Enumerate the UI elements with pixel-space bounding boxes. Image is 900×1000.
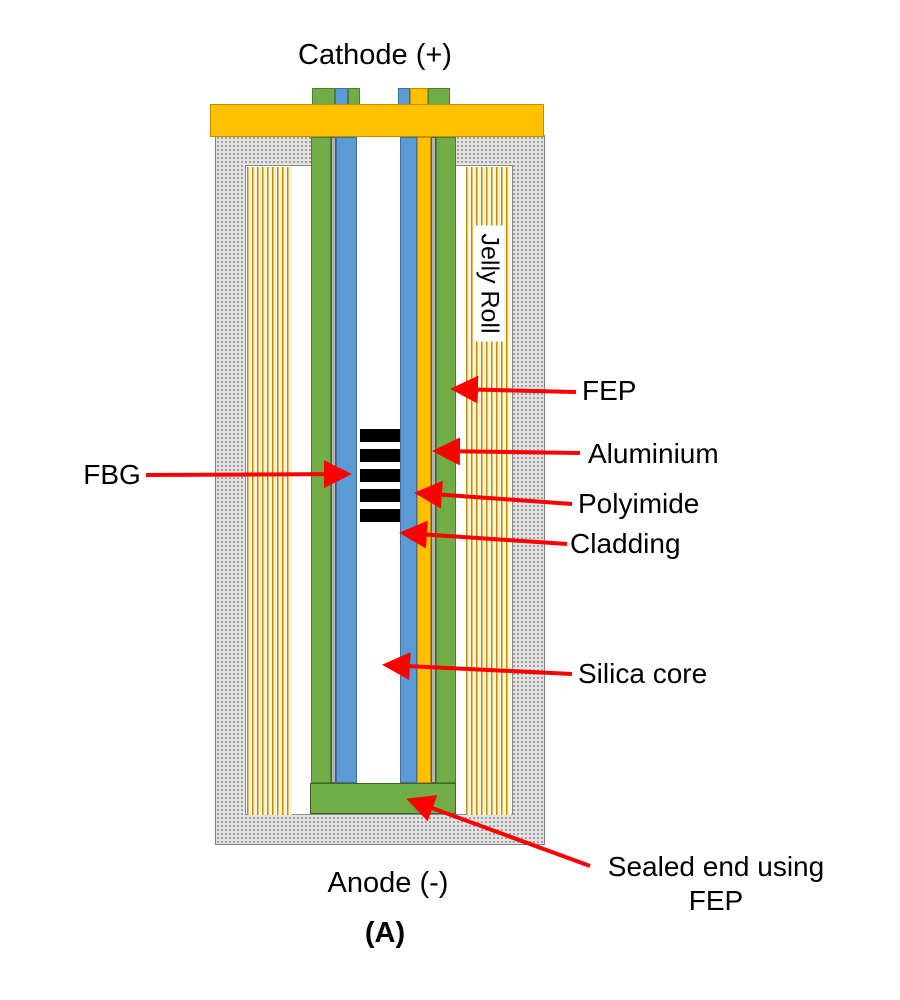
cladding-label: Cladding <box>570 528 681 559</box>
jelly-roll-left-windings <box>247 167 292 815</box>
fbg-grating-bar <box>360 429 400 442</box>
jelly-roll-label-box: Jelly Roll <box>466 208 512 358</box>
polyimide-label: Polyimide <box>578 488 700 519</box>
figure-label: (A) <box>364 917 406 949</box>
fep-label: FEP <box>582 375 637 406</box>
silica-core-label: Silica core <box>578 658 708 689</box>
fbg-label: FBG <box>83 459 141 490</box>
polyimide-layer <box>417 137 431 783</box>
aluminium-label: Aluminium <box>588 438 719 469</box>
jelly-roll-label: Jelly Roll <box>473 224 505 342</box>
cladding-layer-right <box>400 137 417 783</box>
fbg-grating-bar <box>360 469 400 482</box>
fbg-grating <box>360 429 400 529</box>
fep-layer-left <box>311 137 331 783</box>
anode-label: Anode (-) <box>327 867 449 899</box>
sealed-end-label-line2: FEP <box>688 884 744 916</box>
fep-layer-right <box>436 137 456 783</box>
fbg-grating-bar <box>360 509 400 522</box>
fbg-grating-bar <box>360 449 400 462</box>
cladding-layer-left <box>336 137 357 783</box>
sealed-end-label-line1: Sealed end using <box>607 851 825 882</box>
aluminium-layer-left <box>331 137 336 783</box>
cathode-label: Cathode (+) <box>298 39 452 71</box>
fbg-grating-bar <box>360 489 400 502</box>
sealed-end-label: Sealed end using FEP <box>578 850 854 917</box>
cathode-cap <box>210 104 544 137</box>
sealed-end-fep <box>310 783 456 814</box>
